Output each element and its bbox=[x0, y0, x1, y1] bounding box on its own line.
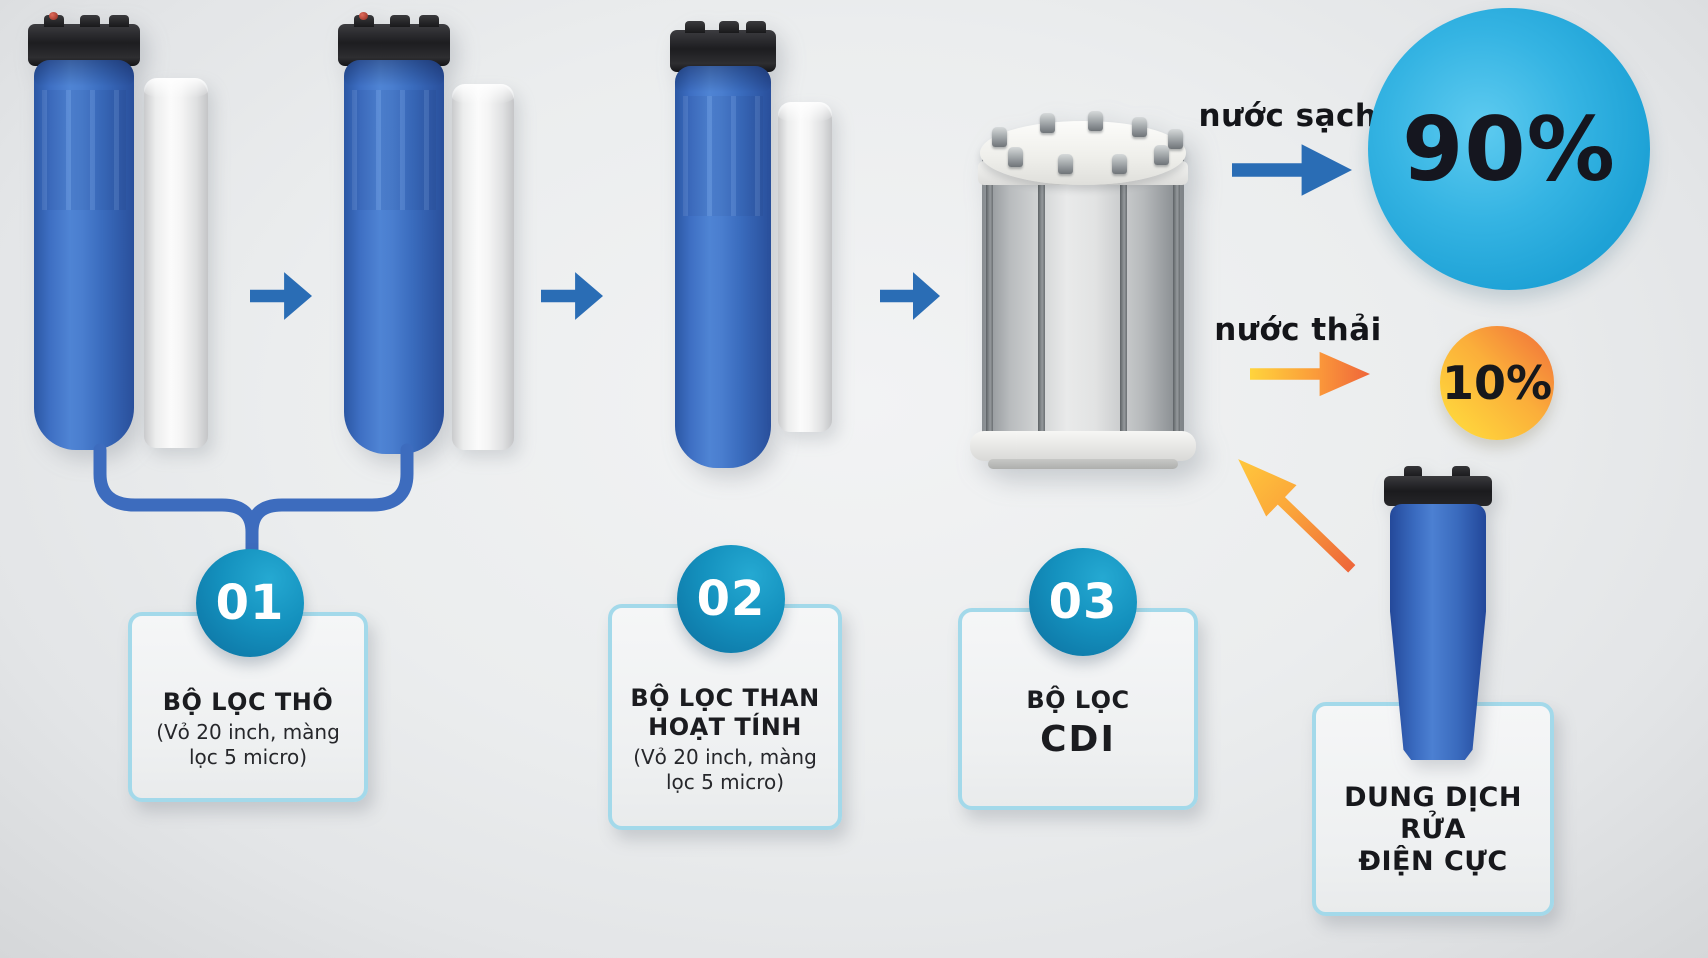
filter-cartridge-3-icon bbox=[778, 102, 832, 432]
housing-body bbox=[1390, 504, 1486, 760]
housing-cap bbox=[338, 12, 450, 66]
flow-arrow-2-icon bbox=[541, 272, 603, 320]
clean-water-arrow-icon bbox=[1232, 144, 1352, 196]
cdi-rod bbox=[1173, 161, 1180, 443]
filter-cartridge-1-icon bbox=[144, 78, 208, 448]
step-title: HOẠT TÍNH bbox=[648, 713, 802, 741]
housing-body bbox=[343, 60, 445, 454]
cdi-rod bbox=[1038, 161, 1045, 443]
clean-water-percentage: 90% bbox=[1402, 97, 1616, 201]
return-arrow-wrap bbox=[1220, 440, 1370, 587]
cdi-cylinder bbox=[982, 159, 1184, 447]
step-number: 03 bbox=[1048, 574, 1118, 630]
filter-cartridge-2-icon bbox=[452, 84, 514, 450]
step-badge-3: 03 bbox=[1029, 548, 1137, 656]
solution-label-line: ĐIỆN CỰC bbox=[1358, 846, 1508, 877]
step-title: BỘ LỌC THAN bbox=[630, 684, 820, 712]
step-badge-2: 02 bbox=[677, 545, 785, 653]
housing-cap bbox=[1384, 476, 1492, 506]
waste-water-arrow-icon bbox=[1250, 351, 1370, 397]
bolt-icon bbox=[1132, 117, 1147, 137]
valve-dot bbox=[49, 12, 59, 20]
housing-body bbox=[675, 66, 772, 468]
bolt-icon bbox=[1058, 154, 1073, 174]
step-title-cdi: CDI bbox=[1040, 719, 1116, 760]
bolt-icon bbox=[992, 127, 1007, 147]
clean-water-label: nước sạch bbox=[1198, 98, 1378, 134]
filter-housing-3-icon bbox=[670, 16, 776, 468]
waste-water-percentage-badge: 10% bbox=[1440, 326, 1554, 440]
solution-label-line: DUNG DỊCH bbox=[1344, 782, 1522, 813]
valve-dot bbox=[359, 12, 369, 20]
step-subtitle-line: lọc 5 micro) bbox=[188, 745, 308, 769]
step-number: 01 bbox=[215, 575, 285, 631]
housing-body bbox=[33, 60, 135, 450]
cdi-base bbox=[970, 431, 1196, 469]
bolt-icon bbox=[1154, 145, 1169, 165]
cdi-module-icon bbox=[958, 111, 1208, 469]
filter-housing-1-icon bbox=[28, 10, 140, 450]
cdi-rod bbox=[986, 161, 993, 443]
port-stub bbox=[1452, 466, 1470, 478]
step-subtitle-line: lọc 5 micro) bbox=[665, 770, 785, 794]
step-badge-1: 01 bbox=[196, 549, 304, 657]
housing-cap bbox=[670, 21, 776, 72]
solution-label-line: RỬA bbox=[1400, 814, 1466, 845]
waste-water-percentage: 10% bbox=[1441, 356, 1553, 410]
flow-arrow-3-icon bbox=[880, 272, 940, 320]
flow-arrow-1-icon bbox=[250, 272, 312, 320]
step-subtitle-line: (Vỏ 20 inch, màng bbox=[633, 745, 817, 769]
bolt-icon bbox=[1168, 129, 1183, 149]
housing-cap bbox=[28, 12, 140, 66]
step-subtitle-line: (Vỏ 20 inch, màng bbox=[156, 720, 340, 744]
port-stub bbox=[1404, 466, 1422, 478]
bolt-icon bbox=[1008, 147, 1023, 167]
filter-housing-2-icon bbox=[338, 10, 450, 454]
bolt-icon bbox=[1088, 111, 1103, 131]
electrode-solution-filter-icon bbox=[1380, 462, 1496, 762]
brace-connector bbox=[93, 443, 414, 557]
cdi-rod bbox=[1120, 161, 1127, 443]
step-title: BỘ LỌC THÔ bbox=[162, 688, 334, 716]
step-number: 02 bbox=[696, 571, 766, 627]
cdi-top-plate bbox=[980, 111, 1186, 185]
bolt-icon bbox=[1112, 154, 1127, 174]
bolt-icon bbox=[1040, 113, 1055, 133]
clean-water-percentage-badge: 90% bbox=[1368, 8, 1650, 290]
return-arrow-icon bbox=[1238, 459, 1356, 573]
step-title: BỘ LỌC bbox=[1026, 686, 1130, 714]
waste-water-label: nước thải bbox=[1214, 312, 1382, 348]
